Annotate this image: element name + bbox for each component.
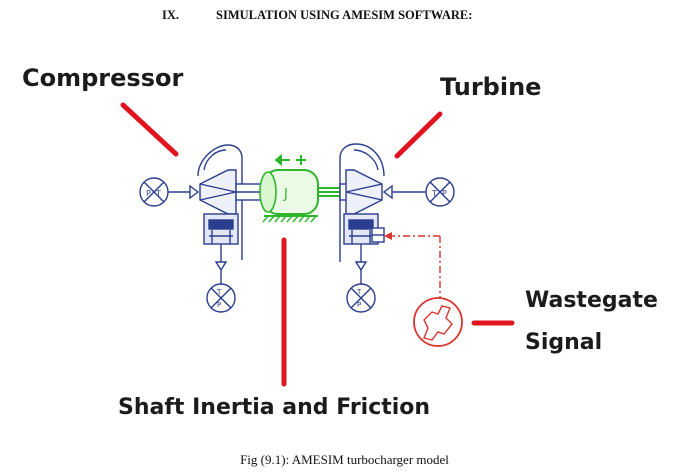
left-pressure-source: P T [139,177,200,207]
wastegate-label-line2: Signal [525,330,603,355]
svg-text:P: P [217,301,221,309]
right-lower-source: T P [346,270,376,313]
wastegate-signal-line [392,235,441,298]
callout-leaders [120,102,515,387]
right-pressure-source: T P [382,177,455,207]
signal-arrowhead-icon [384,232,392,240]
wastegate-label-line1: Wastegate [525,288,658,313]
friction-ground-icon [262,215,318,223]
section-title: SIMULATION USING AMESIM SOFTWARE: [216,8,473,22]
svg-text:T: T [216,288,222,296]
left-lower-source: T P [206,270,236,313]
compressor-block [197,144,263,272]
signal-source-icon [413,297,463,347]
svg-text:T: T [431,189,437,198]
turbine-label: Turbine [440,73,542,101]
compressor-label: Compressor [22,64,184,92]
compressor-leader-line [120,102,179,157]
shaft-inertia-label: Shaft Inertia and Friction [118,395,431,420]
figure-caption: Fig (9.1): AMESIM turbocharger model [240,452,449,467]
svg-text:P: P [146,189,151,198]
signal-waveform-icon [423,305,453,341]
svg-text:P: P [442,189,447,198]
turbine-block [339,143,385,272]
turbine-leader-line [394,111,443,159]
shaft-inertia-block: J [259,153,340,223]
svg-text:P: P [357,301,361,309]
inertia-symbol: J [283,187,288,202]
svg-text:T: T [356,288,362,296]
section-number: IX. [162,8,180,22]
wastegate-signal [384,232,463,347]
svg-text:T: T [155,189,161,198]
rotation-arrows-icon [274,153,306,167]
